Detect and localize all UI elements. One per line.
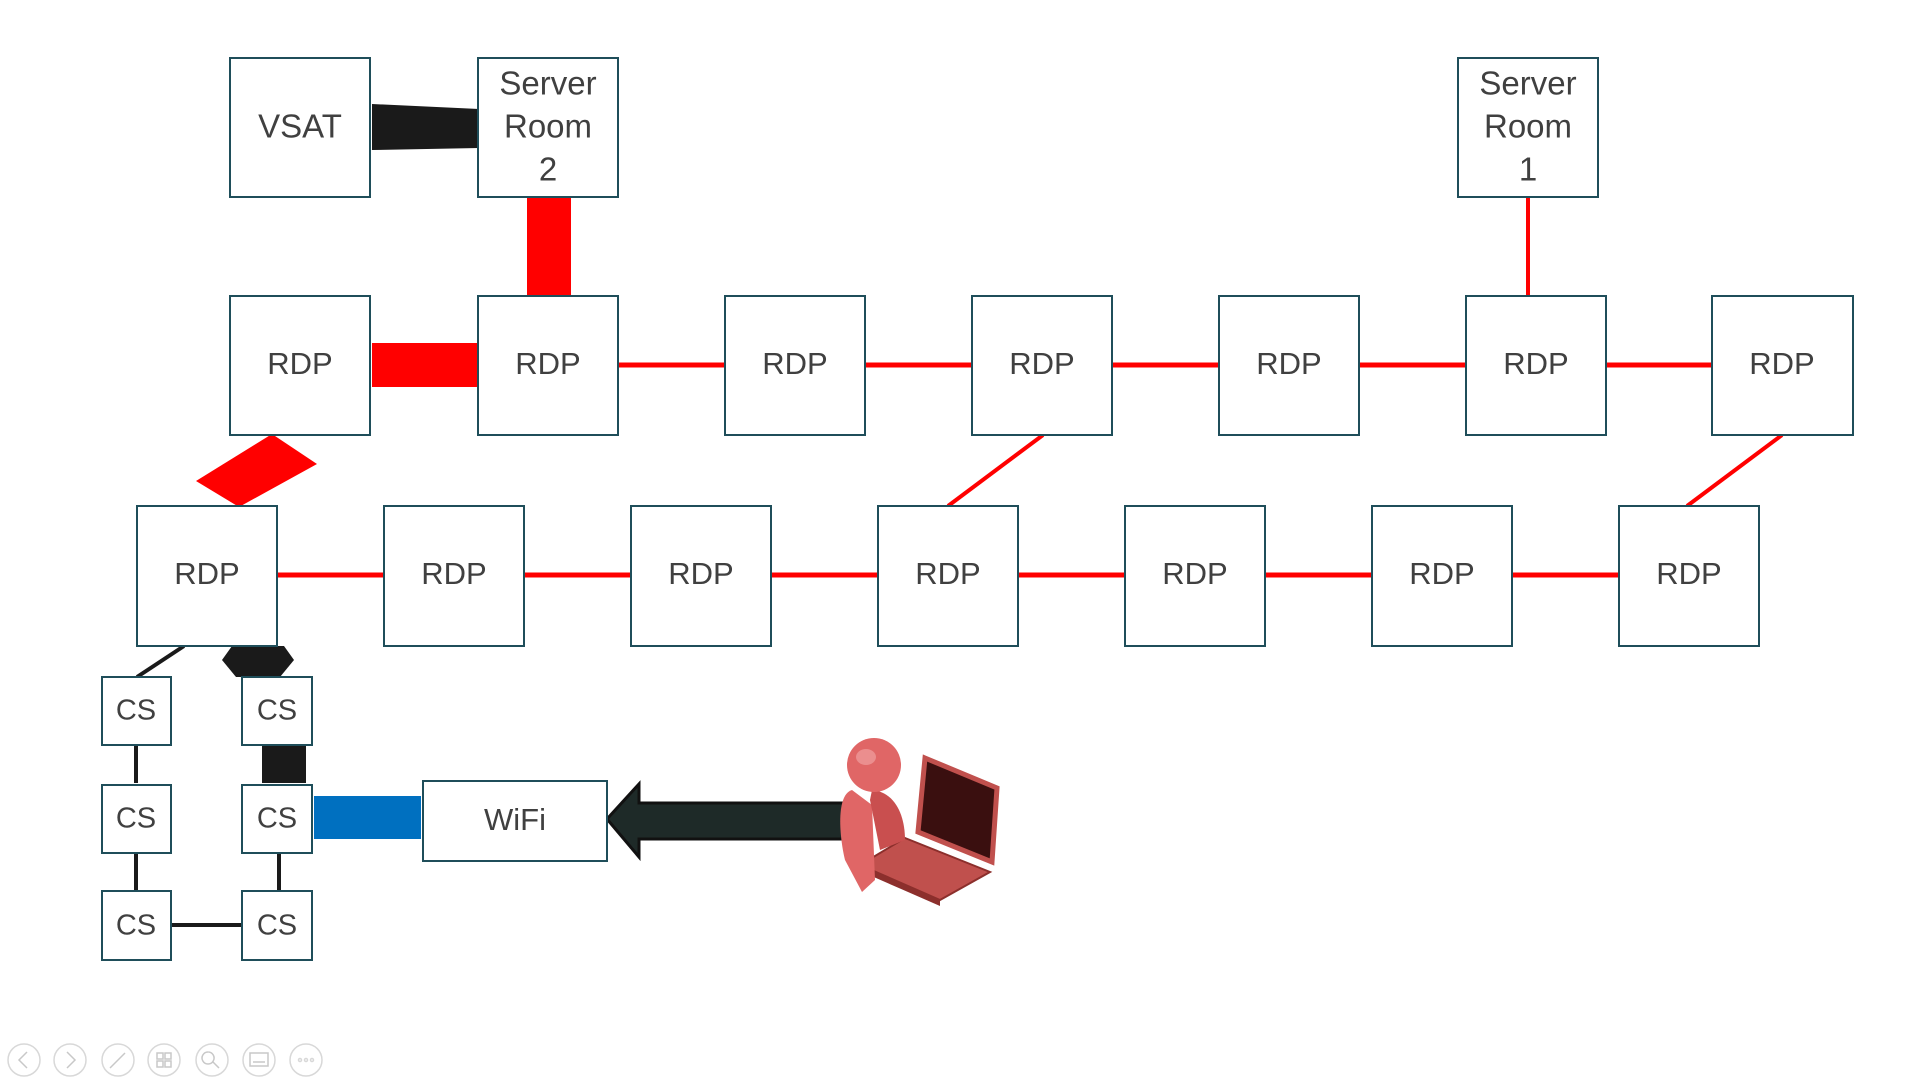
rdp-node: RDP bbox=[1711, 295, 1854, 436]
svg-text:RDP: RDP bbox=[1009, 346, 1074, 381]
link-rdp1-rdp-row3 bbox=[196, 434, 317, 507]
svg-text:RDP: RDP bbox=[762, 346, 827, 381]
svg-text:1: 1 bbox=[1519, 151, 1537, 188]
svg-text:CS: CS bbox=[116, 910, 156, 942]
link-cs-right-1 bbox=[262, 745, 306, 783]
rdp-node: RDP bbox=[1218, 295, 1360, 436]
link-rdp1-rdp2 bbox=[372, 343, 479, 387]
svg-text:RDP: RDP bbox=[421, 556, 486, 591]
svg-text:RDP: RDP bbox=[668, 556, 733, 591]
svg-text:RDP: RDP bbox=[1656, 556, 1721, 591]
zoom-icon[interactable] bbox=[195, 1043, 229, 1077]
svg-text:Room: Room bbox=[504, 108, 592, 145]
rdp-node: RDP bbox=[477, 295, 619, 436]
link-server2-rdp bbox=[527, 198, 571, 295]
rdp-node: RDP bbox=[1465, 295, 1607, 436]
svg-text:RDP: RDP bbox=[1749, 346, 1814, 381]
svg-text:RDP: RDP bbox=[267, 346, 332, 381]
link-rdp-cs-left bbox=[135, 644, 186, 679]
link-diag-right bbox=[1685, 433, 1784, 508]
svg-text:Server: Server bbox=[1479, 65, 1576, 102]
subtitles-icon[interactable] bbox=[242, 1043, 276, 1077]
pen-icon[interactable] bbox=[101, 1043, 135, 1077]
svg-text:CS: CS bbox=[116, 695, 156, 727]
svg-text:CS: CS bbox=[257, 803, 297, 835]
rdp-node: RDP bbox=[136, 505, 278, 647]
rdp-node: RDP bbox=[724, 295, 866, 436]
user-with-laptop-icon bbox=[840, 738, 1000, 906]
link-cs-wifi bbox=[314, 796, 421, 839]
rdp-node: RDP bbox=[1618, 505, 1760, 647]
svg-text:Server: Server bbox=[499, 65, 596, 102]
link-diag-mid bbox=[946, 433, 1045, 508]
server-room-2-node: Server Room 2 bbox=[477, 57, 619, 198]
svg-text:RDP: RDP bbox=[915, 556, 980, 591]
cs-node: CS bbox=[101, 676, 172, 746]
rdp-node: RDP bbox=[1371, 505, 1513, 647]
arrow-user-to-wifi bbox=[605, 780, 850, 862]
previous-slide-icon[interactable] bbox=[7, 1043, 41, 1077]
svg-text:CS: CS bbox=[257, 910, 297, 942]
svg-text:CS: CS bbox=[257, 695, 297, 727]
svg-text:RDP: RDP bbox=[1162, 556, 1227, 591]
svg-text:VSAT: VSAT bbox=[258, 108, 342, 145]
svg-text:RDP: RDP bbox=[1256, 346, 1321, 381]
svg-text:Room: Room bbox=[1484, 108, 1572, 145]
rdp-node: RDP bbox=[630, 505, 772, 647]
svg-text:2: 2 bbox=[539, 151, 557, 188]
cs-node: CS bbox=[241, 676, 313, 746]
svg-text:RDP: RDP bbox=[1503, 346, 1568, 381]
rdp-node: RDP bbox=[229, 295, 371, 436]
svg-text:RDP: RDP bbox=[174, 556, 239, 591]
rdp-node: RDP bbox=[877, 505, 1019, 647]
cs-node: CS bbox=[101, 890, 172, 961]
cs-node: CS bbox=[101, 784, 172, 854]
server-room-1-node: Server Room 1 bbox=[1457, 57, 1599, 198]
rdp-node: RDP bbox=[383, 505, 525, 647]
vsat-node: VSAT bbox=[229, 57, 371, 198]
svg-text:CS: CS bbox=[116, 803, 156, 835]
svg-text:RDP: RDP bbox=[1409, 556, 1474, 591]
svg-text:WiFi: WiFi bbox=[484, 802, 546, 837]
more-options-icon[interactable] bbox=[289, 1043, 323, 1077]
cs-node: CS bbox=[241, 784, 313, 854]
rdp-node: RDP bbox=[971, 295, 1113, 436]
rdp-node: RDP bbox=[1124, 505, 1266, 647]
link-vsat-server2 bbox=[372, 104, 479, 150]
link-rdp-cs-right bbox=[222, 646, 294, 677]
all-slides-icon[interactable] bbox=[147, 1043, 181, 1077]
svg-text:RDP: RDP bbox=[515, 346, 580, 381]
cs-node: CS bbox=[241, 890, 313, 961]
next-slide-icon[interactable] bbox=[53, 1043, 87, 1077]
wifi-node: WiFi bbox=[422, 780, 608, 862]
